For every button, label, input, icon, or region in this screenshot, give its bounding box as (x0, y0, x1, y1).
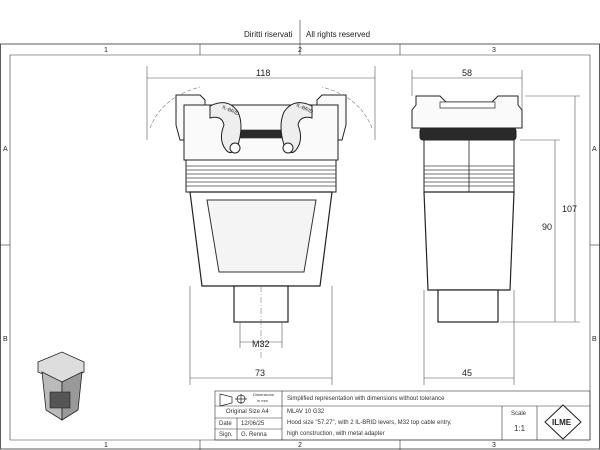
ilme-logo: ILME (544, 404, 582, 440)
title-block-lines (214, 390, 591, 441)
dim-side-base-width: 45 (462, 368, 472, 378)
il-brid-lever-left (209, 102, 242, 154)
side-handle-slot (439, 101, 496, 109)
sign-value: G. Renna (241, 432, 267, 438)
dim-entry-thread: M32 (252, 339, 270, 349)
grid-row-b-left: B (3, 336, 8, 343)
projection-symbol-icon (219, 393, 247, 407)
tolerance-note: Simplified representation with dimension… (287, 396, 445, 402)
dim-side-width: 58 (462, 68, 472, 78)
side-dimension-lines (411, 70, 580, 385)
scale-label: Scale (511, 411, 527, 417)
part-code: MLAV 10 G32 (287, 409, 325, 415)
grid-row-a-left: A (3, 146, 8, 153)
lever-swing-arc-right (321, 86, 373, 129)
isometric-thumbnail (37, 351, 85, 421)
dimensions-unit: in mm (257, 398, 268, 403)
grid-row-a-right: A (592, 146, 597, 153)
date-label: Date (219, 421, 232, 427)
grid-col-1-top: 1 (104, 47, 108, 54)
grid-col-3-bottom: 3 (492, 442, 496, 449)
sign-label: Sign. (219, 432, 233, 438)
lever-pivot-right (282, 142, 294, 154)
rights-reserved-it: Diritti riservati (244, 30, 293, 39)
dim-front-base-width: 73 (255, 368, 265, 378)
front-view: IL-BRID IL-BRID (149, 86, 373, 360)
dimensions-label: Dimensions (253, 392, 274, 397)
grid-row-b-right: B (592, 336, 597, 343)
hood-top-band (235, 129, 287, 139)
iso-front-panel (49, 391, 71, 409)
rights-reserved-en: All rights reserved (306, 30, 371, 39)
side-top-handle (411, 95, 523, 129)
iso-top (37, 351, 85, 383)
scale-value: 1:1 (514, 424, 526, 433)
side-lower-body (423, 191, 515, 291)
date-value: 12/06/25 (241, 421, 265, 427)
grid-col-2-top: 2 (298, 47, 302, 54)
side-view (411, 95, 523, 323)
lever-swing-arc-left (149, 86, 201, 129)
dim-front-width: 118 (256, 68, 270, 78)
grid-col-2-bottom: 2 (298, 442, 302, 449)
front-dimension-lines (146, 66, 376, 385)
lever-pivot-left (229, 142, 241, 154)
dim-height-total: 107 (562, 204, 577, 214)
grid-col-3-top: 3 (492, 47, 496, 54)
hood-ribbed-collar (185, 159, 337, 193)
grid-col-1-bottom: 1 (104, 442, 108, 449)
logo-text: ILME (552, 418, 572, 427)
side-top-band (419, 127, 517, 141)
collar-ribs (186, 165, 336, 187)
side-cable-gland (437, 289, 499, 323)
description-line-1: Hood size "57.27", with 2 IL-BRID levers… (287, 420, 452, 426)
description-line-2: high construction, with metal adapter (287, 431, 385, 437)
dim-height-body: 90 (542, 222, 552, 232)
hood-front-face (206, 199, 317, 273)
original-size: Original Size A4 (226, 409, 269, 415)
